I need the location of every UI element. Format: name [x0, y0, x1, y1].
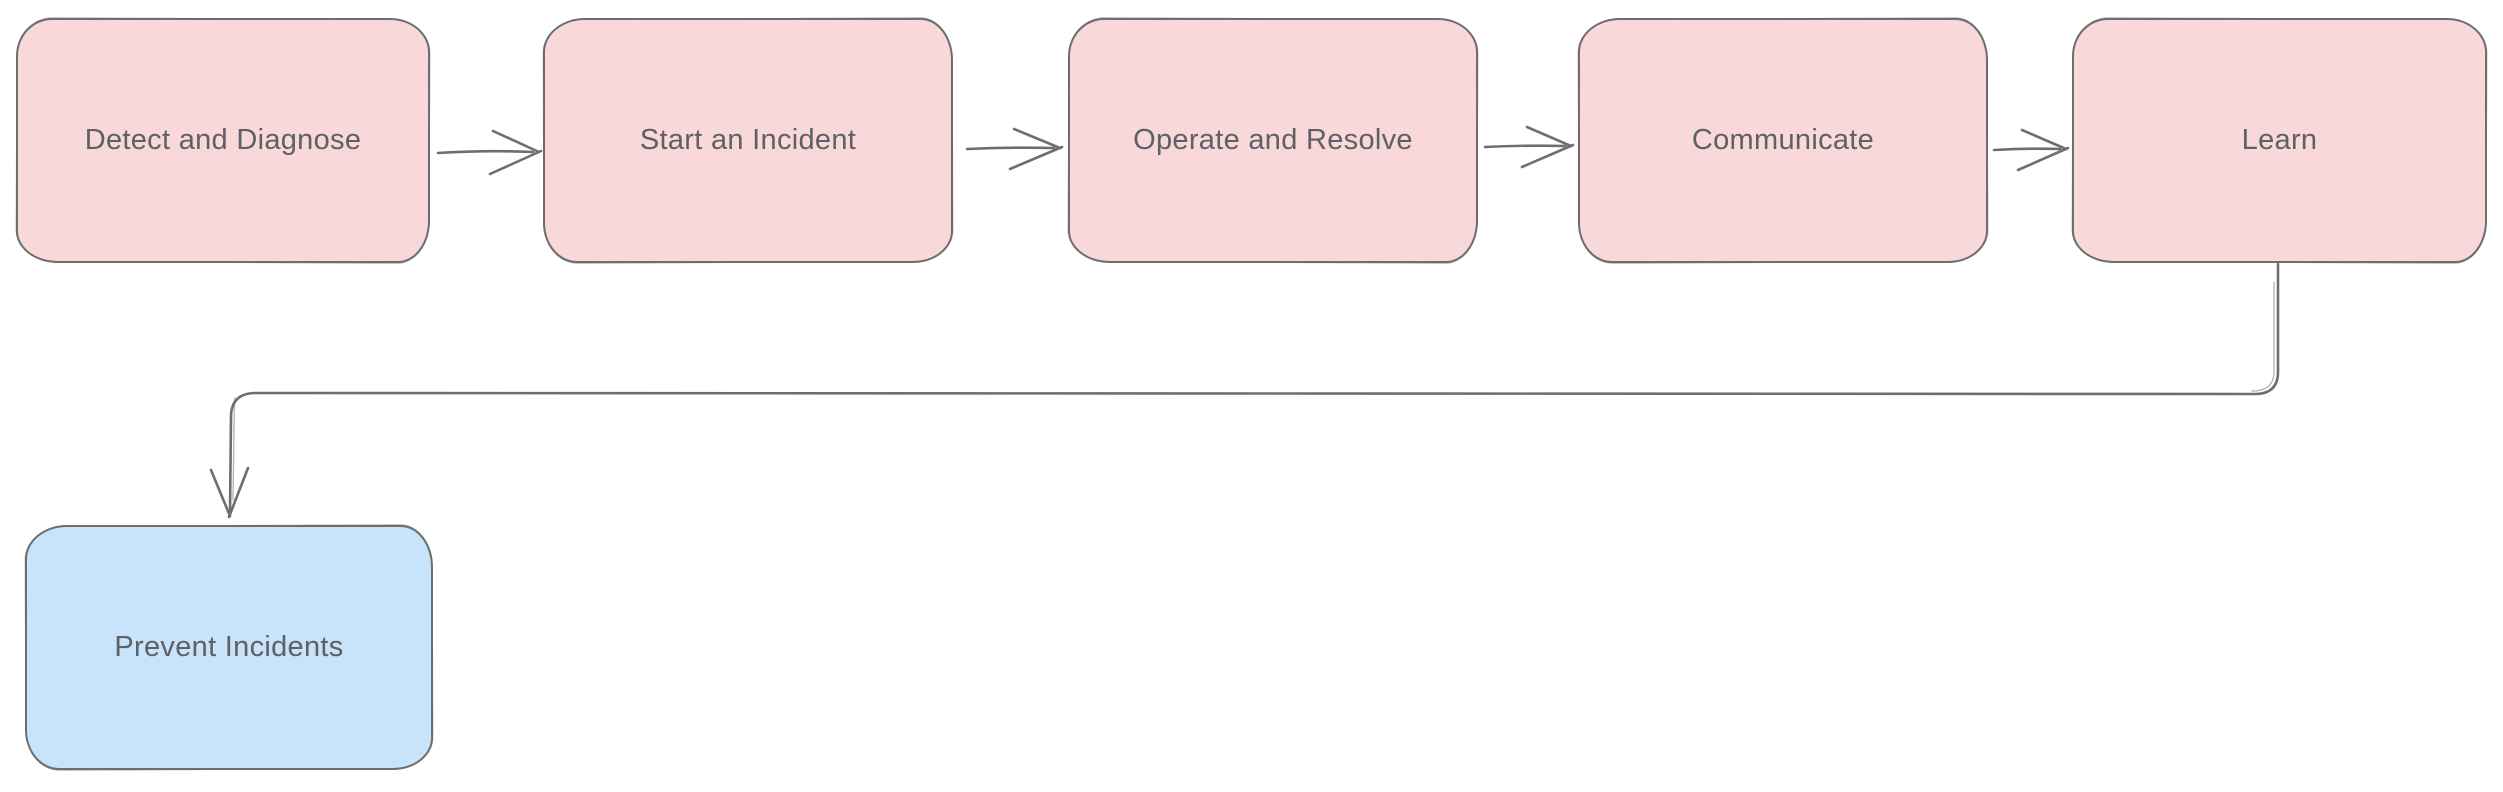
node-learn[interactable]: Learn — [2072, 18, 2487, 263]
node-label: Detect and Diagnose — [84, 124, 362, 156]
arrow-start-to-operate — [965, 127, 1064, 171]
node-start-an-incident[interactable]: Start an Incident — [543, 18, 953, 263]
node-communicate[interactable]: Communicate — [1578, 18, 1988, 263]
arrow-operate-to-communicate — [1483, 125, 1575, 169]
node-label: Communicate — [1691, 124, 1875, 156]
node-operate-and-resolve[interactable]: Operate and Resolve — [1068, 18, 1478, 263]
arrow-learn-to-prevent — [209, 262, 2280, 519]
node-label: Prevent Incidents — [114, 631, 344, 663]
arrow-communicate-to-learn — [1992, 128, 2070, 172]
node-label: Learn — [2241, 124, 2318, 156]
node-label: Operate and Resolve — [1133, 124, 1413, 156]
arrow-detect-to-start — [436, 129, 543, 176]
node-label: Start an Incident — [639, 124, 857, 156]
node-prevent-incidents[interactable]: Prevent Incidents — [25, 525, 433, 770]
node-detect-and-diagnose[interactable]: Detect and Diagnose — [16, 18, 430, 263]
